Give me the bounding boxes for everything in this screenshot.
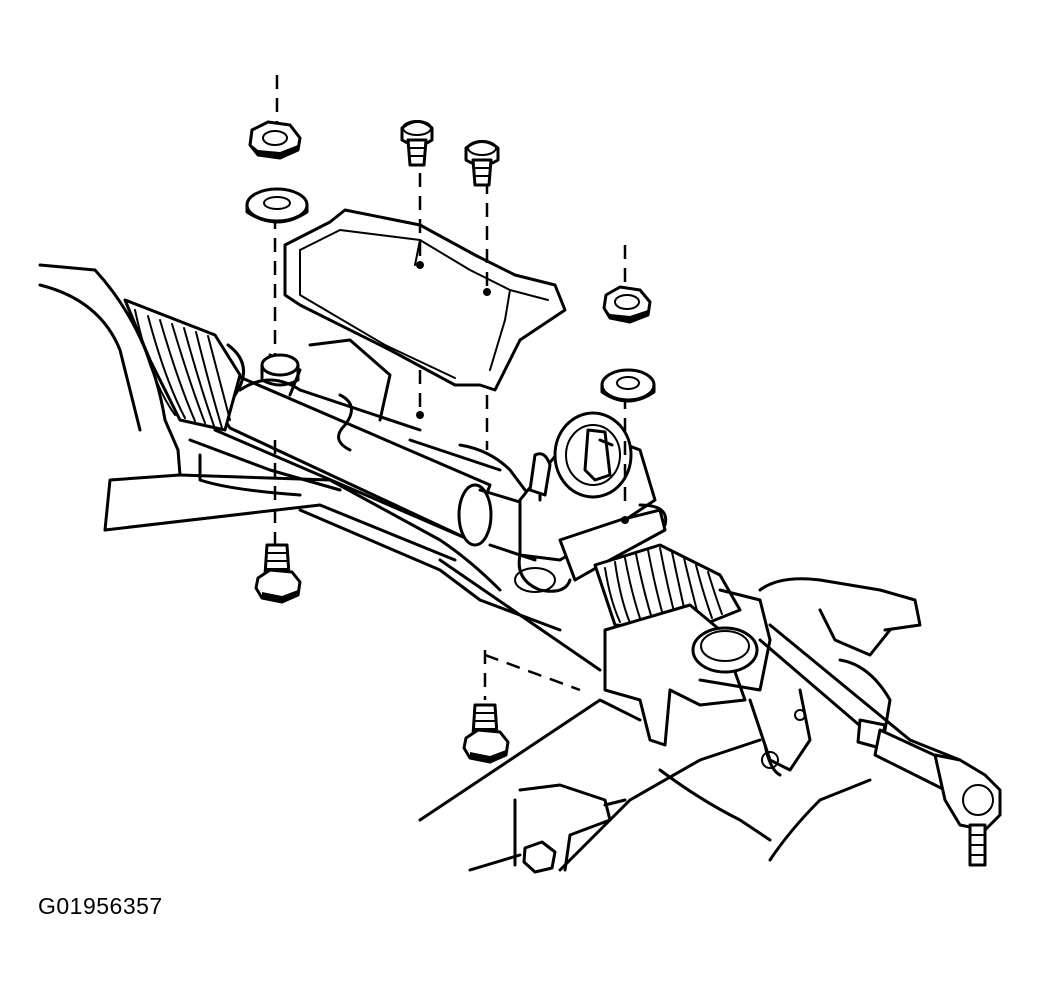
right-mount-bracket [603, 603, 772, 747]
figure-reference-code: G01956357 [38, 893, 163, 919]
lower-center-bolt [462, 703, 510, 764]
shield-bolt-1 [400, 120, 434, 167]
left-bellows-boot [123, 298, 245, 432]
lower-bracket [513, 783, 627, 874]
chassis-frame [38, 263, 962, 872]
alignment-lines [273, 75, 629, 700]
upper-right-washer [600, 368, 656, 403]
lower-left-bolt [254, 543, 302, 604]
heat-shield [283, 208, 567, 392]
tie-rod [758, 623, 1002, 867]
pinion-housing [514, 411, 668, 593]
upper-right-nut [602, 285, 652, 324]
shield-bolt-2 [464, 140, 500, 187]
upper-left-washer [245, 187, 309, 224]
left-stud-mount [260, 353, 300, 387]
upper-left-nut [248, 120, 302, 160]
right-bellows-boot [593, 543, 772, 642]
rack-housing [213, 338, 537, 562]
